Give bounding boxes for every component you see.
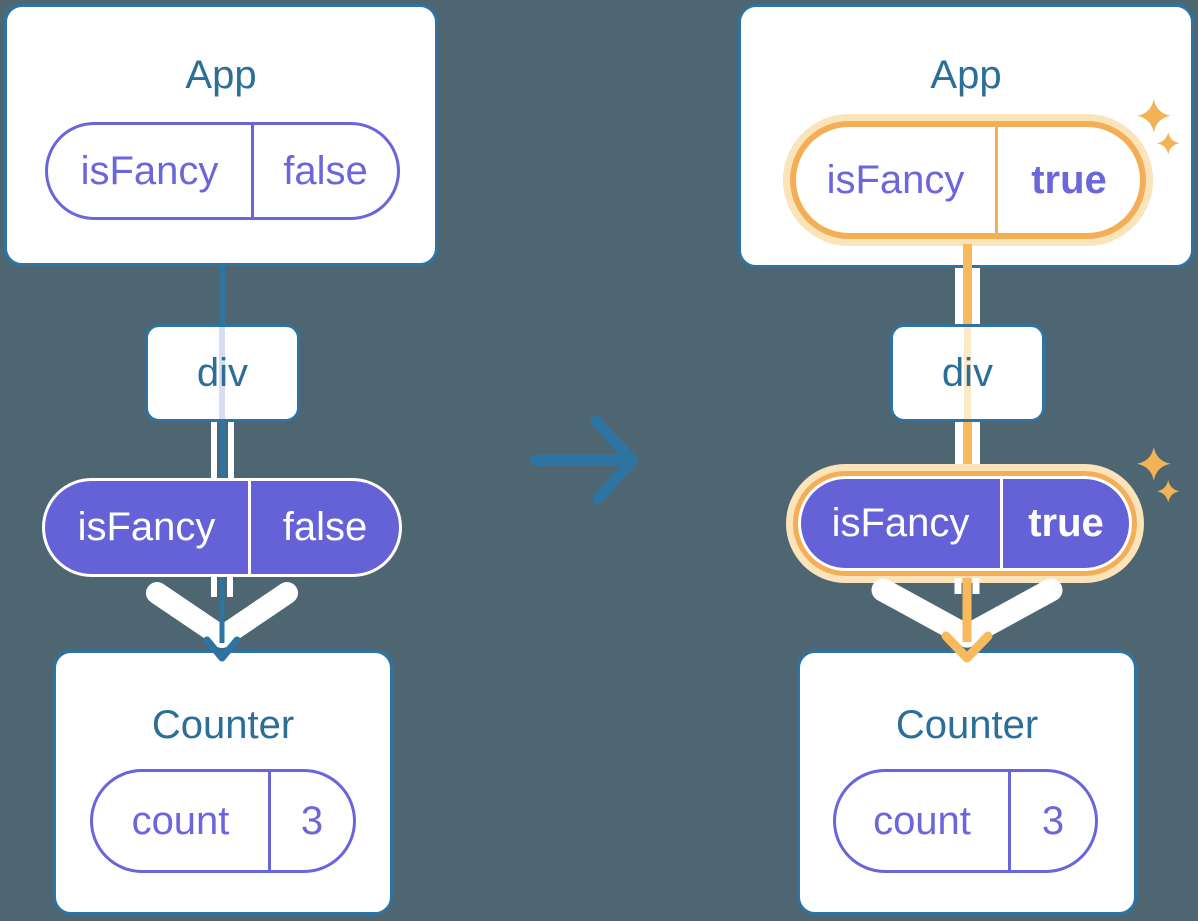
passed-prop-pill-right: isFancy true bbox=[798, 476, 1132, 571]
counter-title: Counter bbox=[895, 703, 1039, 747]
prop-channel-left bbox=[228, 419, 234, 480]
prop-channel-right bbox=[955, 419, 963, 469]
app-card-right: App isFancy true bbox=[738, 4, 1194, 268]
prop-channel-right bbox=[963, 419, 972, 469]
prop-value-label: false bbox=[282, 505, 368, 549]
counter-card-right: Counter count 3 bbox=[797, 650, 1137, 915]
div-card-right: div bbox=[890, 324, 1045, 422]
prop-value-label: true bbox=[1028, 501, 1104, 545]
prop-value-label: false bbox=[283, 148, 368, 193]
prop-channel-right bbox=[972, 266, 980, 327]
state-name-label: count bbox=[93, 772, 271, 870]
prop-channel-left bbox=[211, 419, 217, 480]
sparkle-icon bbox=[1137, 447, 1180, 503]
app-title: App bbox=[185, 53, 257, 97]
sparkle-icon bbox=[1137, 99, 1180, 155]
prop-name-label: isFancy bbox=[48, 125, 254, 217]
prop-name-label: isFancy bbox=[801, 479, 1003, 568]
right-arrow-icon bbox=[529, 415, 638, 505]
counter-title: Counter bbox=[151, 703, 295, 747]
edge-app-div-left bbox=[220, 264, 225, 326]
app-title: App bbox=[930, 53, 1002, 97]
down-arrow-icon bbox=[146, 577, 298, 662]
prop-channel-left bbox=[220, 419, 225, 480]
counter-state-pill-right: count 3 bbox=[833, 769, 1098, 873]
prop-flow-line bbox=[963, 244, 972, 270]
prop-channel-right bbox=[972, 419, 980, 469]
channel-through-div-left bbox=[219, 327, 225, 419]
prop-value-label: true bbox=[1031, 157, 1107, 202]
prop-name-label: isFancy bbox=[796, 127, 998, 233]
state-value-label: 3 bbox=[300, 798, 324, 843]
app-prop-pill-left: isFancy false bbox=[45, 122, 400, 220]
counter-state-pill-left: count 3 bbox=[90, 769, 356, 873]
prop-channel-right bbox=[955, 266, 963, 327]
app-prop-pill-right: isFancy true bbox=[790, 121, 1146, 239]
channel-through-div-right bbox=[964, 327, 971, 419]
state-value-label: 3 bbox=[1041, 798, 1065, 843]
prop-channel-right bbox=[963, 266, 972, 327]
down-arrow-icon bbox=[871, 578, 1063, 663]
passed-prop-pill-left: isFancy false bbox=[42, 478, 402, 577]
counter-card-left: Counter count 3 bbox=[53, 650, 393, 915]
prop-name-label: isFancy bbox=[45, 481, 251, 574]
state-name-label: count bbox=[836, 772, 1011, 870]
div-card-left: div bbox=[145, 324, 300, 422]
div-label: div bbox=[196, 350, 249, 395]
app-card-left: App isFancy false bbox=[4, 4, 438, 266]
div-label: div bbox=[941, 350, 994, 395]
